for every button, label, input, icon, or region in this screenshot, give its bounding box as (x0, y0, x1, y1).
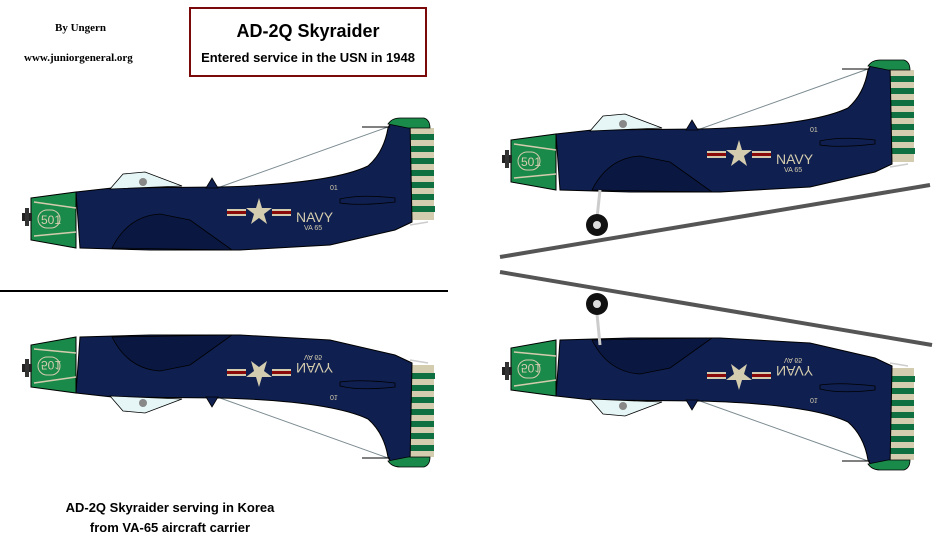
tail-code: 01 (810, 127, 818, 134)
website-credit: www.juniorgeneral.org (24, 52, 133, 64)
markings-left-underside: 501 NAVY VA 65 01 (41, 353, 338, 400)
aircraft-profile-right-underside (501, 337, 916, 471)
cowl-number: 501 (41, 358, 61, 372)
aircraft-profile-right (501, 59, 916, 193)
squadron-marking: VA 65 (304, 225, 322, 232)
cowl-number: 501 (41, 213, 61, 227)
squadron-marking: VA 65 (784, 356, 802, 363)
author-credit: By Ungern (55, 22, 107, 34)
caption-line-2: from VA-65 aircraft carrier (89, 520, 251, 535)
markings-left: 501 NAVY VA 65 01 (41, 185, 338, 232)
deck-line-bottom (499, 270, 933, 347)
cowl-number: 501 (521, 361, 541, 375)
page-subtitle: Entered service in the USN in 1948 (201, 50, 415, 65)
squadron-marking: VA 65 (304, 353, 322, 360)
navy-marking: NAVY (776, 151, 814, 167)
page-title: AD-2Q Skyraider (236, 21, 380, 41)
tail-code: 01 (330, 393, 338, 400)
tail-code: 01 (810, 396, 818, 403)
title-box: AD-2Q Skyraider Entered service in the U… (189, 7, 427, 77)
navy-marking: NAVY (296, 209, 334, 225)
markings-right: 501 NAVY VA 65 01 (521, 127, 818, 174)
navy-marking: NAVY (296, 360, 334, 376)
tail-code: 01 (330, 185, 338, 192)
deck-line-top (499, 183, 931, 259)
cowl-number: 501 (521, 155, 541, 169)
navy-marking: NAVY (776, 363, 814, 379)
aircraft-profile-left (21, 117, 436, 251)
markings-right-underside: 501 NAVY VA 65 01 (521, 356, 818, 403)
caption-line-1: AD-2Q Skyraider serving in Korea (65, 500, 275, 515)
aircraft-profile-left-underside (21, 334, 436, 468)
squadron-marking: VA 65 (784, 167, 802, 174)
